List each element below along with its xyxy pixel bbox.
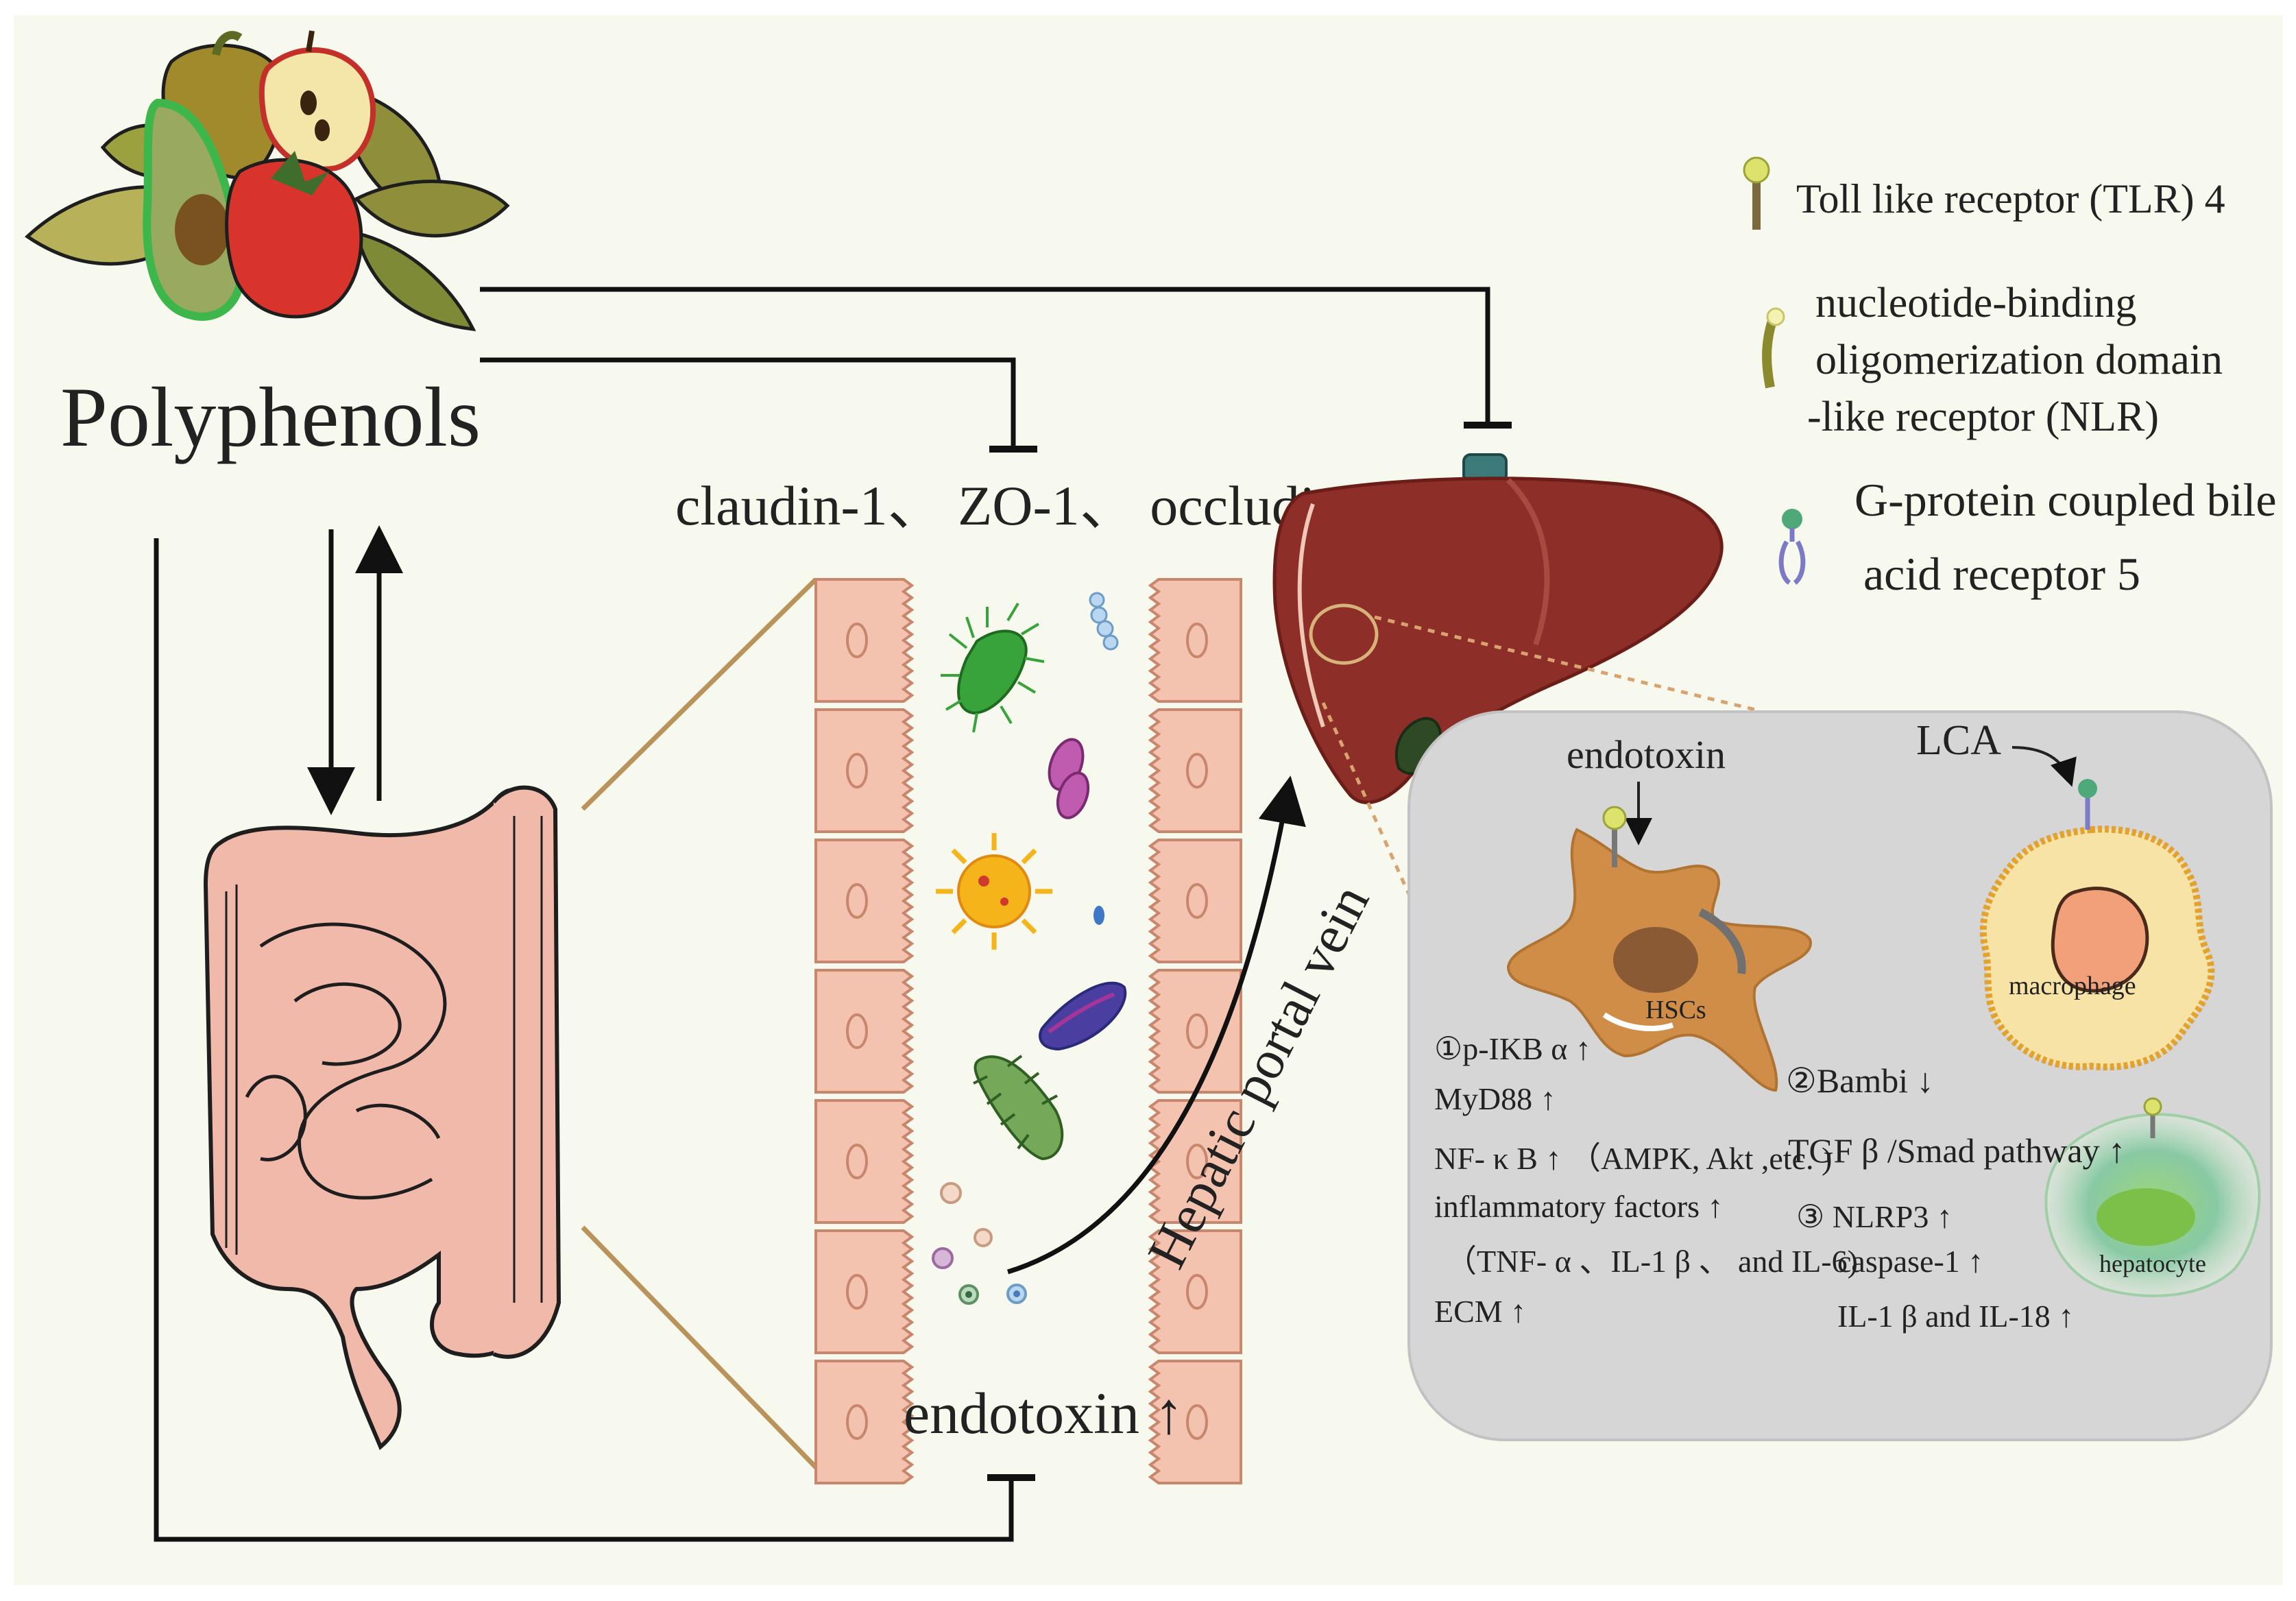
epithelial-cell	[814, 578, 915, 703]
macrophage-cell	[1979, 779, 2215, 1071]
epithelial-cell-nucleus	[846, 883, 868, 919]
nlr-legend-line-3: -like receptor (NLR)	[1807, 394, 2159, 440]
pathway1-line-2: MyD88 ↑	[1434, 1081, 1556, 1116]
hsc-label: HSCs	[1645, 996, 1706, 1024]
tlr4-legend-text: Toll like receptor (TLR) 4	[1796, 176, 2225, 221]
epithelial-cell-nucleus	[1186, 1274, 1208, 1310]
right-epithelial-wall	[1148, 578, 1242, 1484]
pathway2-line-2: TGF β /Smad pathway ↑	[1788, 1131, 2125, 1170]
pathway1-line-4: inflammatory factors ↑	[1434, 1189, 1724, 1224]
hepatic-stellate-cell	[1506, 806, 1812, 1092]
nlr-legend-line-2: oligomerization domain	[1815, 337, 2223, 383]
liver-cell-panel: endotoxin HSCs LCA macrophage	[1407, 710, 2273, 1441]
pathway-3-text: ③ NLRP3 ↑ caspase-1 ↑ IL-1 β and IL-18 ↑	[1796, 1199, 2074, 1334]
pathway-2-text: ②Bambi ↓ TGF β /Smad pathway ↑	[1786, 1061, 2125, 1170]
nlr-icon	[1762, 307, 1785, 389]
epithelial-cell	[814, 1099, 915, 1224]
purple-diplococcus	[1048, 738, 1090, 819]
tlr4-icon	[1743, 156, 1770, 230]
epithelial-cell-nucleus	[846, 1274, 868, 1310]
panel-endotoxin-label: endotoxin	[1567, 732, 1726, 777]
epithelial-cell	[1148, 1360, 1242, 1484]
green-rod-bacterium	[973, 1055, 1064, 1161]
pathway1-line-1: ①p-IKB α ↑	[1434, 1031, 1591, 1066]
receptor-legend: Toll like receptor (TLR) 4 nucleotide-bi…	[1743, 156, 2277, 600]
tight-junction-proteins-label: claudin-1、 ZO-1、 occludin ↓	[675, 474, 1386, 537]
epithelial-cell	[1148, 969, 1242, 1094]
epithelial-cell-nucleus	[1186, 1144, 1208, 1179]
gpbar1-legend-line-2: acid receptor 5	[1863, 548, 2140, 600]
nlr-legend-line-1: nucleotide-binding	[1815, 280, 2136, 326]
pathway3-line-3: IL-1 β and IL-18 ↑	[1837, 1299, 2074, 1334]
pathway1-line-3: NF- κ B ↑ （AMPK, Akt ,etc. )	[1434, 1141, 1832, 1176]
epithelial-cell-nucleus	[1186, 1013, 1208, 1049]
pathway3-line-2: caspase-1 ↑	[1837, 1244, 1983, 1279]
epithelial-cell-nucleus	[1186, 623, 1208, 658]
pathway1-line-5: （TNF- α 、IL-1 β 、 and IL-6)	[1445, 1244, 1858, 1279]
gpbar1-legend-line-1: G-protein coupled bile	[1854, 474, 2277, 526]
inhibition-connectors	[154, 287, 1512, 1542]
pathway3-line-1: ③ NLRP3 ↑	[1796, 1199, 1953, 1234]
green-bacterium	[941, 602, 1045, 733]
epithelial-cell-nucleus	[1186, 1404, 1208, 1440]
hepatocyte-cell	[2044, 1097, 2261, 1297]
endotoxin-particles	[932, 1182, 1027, 1305]
pathway2-line-1: ②Bambi ↓	[1786, 1061, 1934, 1100]
portal-vein-arrow	[1006, 775, 1306, 1275]
pathway1-line-6: ECM ↑	[1434, 1294, 1526, 1329]
epithelial-cell-nucleus	[1186, 883, 1208, 919]
macrophage-label: macrophage	[2009, 972, 2136, 1000]
lca-label: LCA	[1916, 717, 2001, 764]
epithelial-cell-nucleus	[1186, 753, 1208, 789]
small-blue-bacterium	[1093, 906, 1104, 925]
hsc-tlr4-receptor-head	[1602, 806, 1627, 830]
epithelial-cell-nucleus	[846, 753, 868, 789]
blue-purple-bacterium	[1039, 981, 1127, 1051]
gut-endotoxin-label: endotoxin ↑	[904, 1380, 1183, 1446]
polyphenol-foods-illustration	[25, 30, 510, 331]
lca-arrow	[2011, 746, 2077, 787]
epithelial-cell-nucleus	[846, 1404, 868, 1440]
epithelial-cell-nucleus	[846, 1144, 868, 1179]
epithelial-cell	[1148, 708, 1242, 833]
zoom-lines-intestine	[581, 577, 818, 1469]
epithelial-cell	[814, 839, 915, 963]
left-epithelial-wall	[814, 578, 915, 1484]
hepatocyte-label: hepatocyte	[2099, 1250, 2206, 1277]
light-blue-cocci	[1089, 592, 1119, 651]
epithelial-cell	[1148, 578, 1242, 703]
epithelial-cell	[814, 1229, 915, 1354]
epithelial-cell	[814, 1360, 915, 1484]
epithelial-cell	[814, 969, 915, 1094]
epithelial-cell	[1148, 839, 1242, 963]
epithelial-cell-nucleus	[846, 623, 868, 658]
pathway-1-text: ①p-IKB α ↑ MyD88 ↑ NF- κ B ↑ （AMPK, Akt …	[1434, 1031, 1858, 1329]
polyphenols-title: Polyphenols	[60, 370, 481, 464]
epithelial-cell	[1148, 1229, 1242, 1354]
epithelial-cell	[814, 708, 915, 833]
bidirectional-arrows	[307, 525, 403, 815]
epithelial-cell-nucleus	[846, 1013, 868, 1049]
intestine-illustration	[203, 785, 561, 1450]
gut-bacteria	[932, 592, 1127, 1305]
yellow-virus	[936, 833, 1052, 950]
gpbar1-icon	[1778, 509, 1806, 585]
